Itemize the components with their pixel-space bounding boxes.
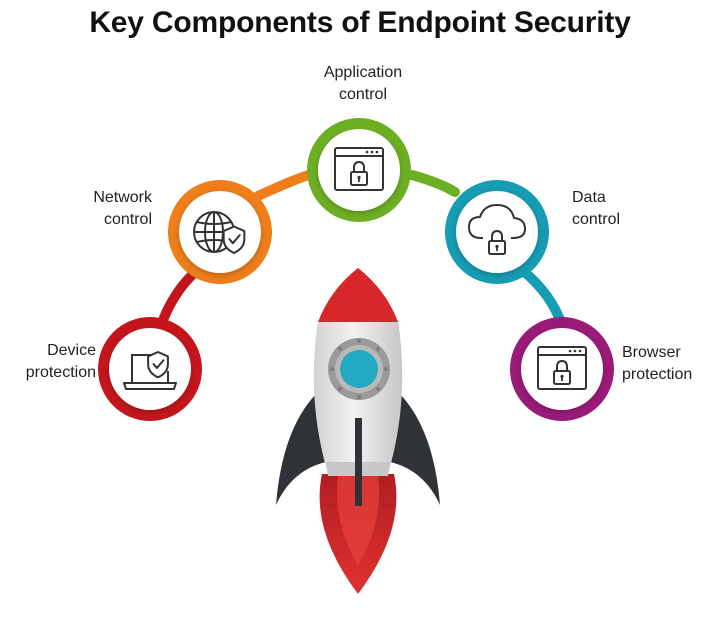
rocket-illustration <box>276 268 440 594</box>
connector-network-application <box>253 169 317 201</box>
node-device <box>98 317 202 421</box>
node-application <box>307 118 411 222</box>
disc-application <box>318 129 400 211</box>
rocket-fin-left <box>276 394 326 505</box>
browser-lock-icon <box>537 346 587 390</box>
laptop-shield-icon <box>123 351 177 390</box>
rocket-nose <box>318 268 398 322</box>
node-data <box>445 180 549 284</box>
connector-application-data <box>407 170 460 197</box>
disc-browser <box>521 328 603 410</box>
rocket-fin-right <box>390 394 440 505</box>
rocket-window <box>340 350 378 388</box>
diagram-title: Key Components of Endpoint Security <box>89 6 631 39</box>
rocket-window-bolts <box>330 339 388 399</box>
rocket-center-fin <box>355 418 362 506</box>
node-network <box>168 180 272 284</box>
cloud-lock-icon <box>468 204 526 255</box>
globe-shield-icon <box>193 211 246 254</box>
browser-lock-icon <box>334 147 384 191</box>
node-browser <box>510 317 614 421</box>
rocket-flame-highlight <box>336 476 380 566</box>
